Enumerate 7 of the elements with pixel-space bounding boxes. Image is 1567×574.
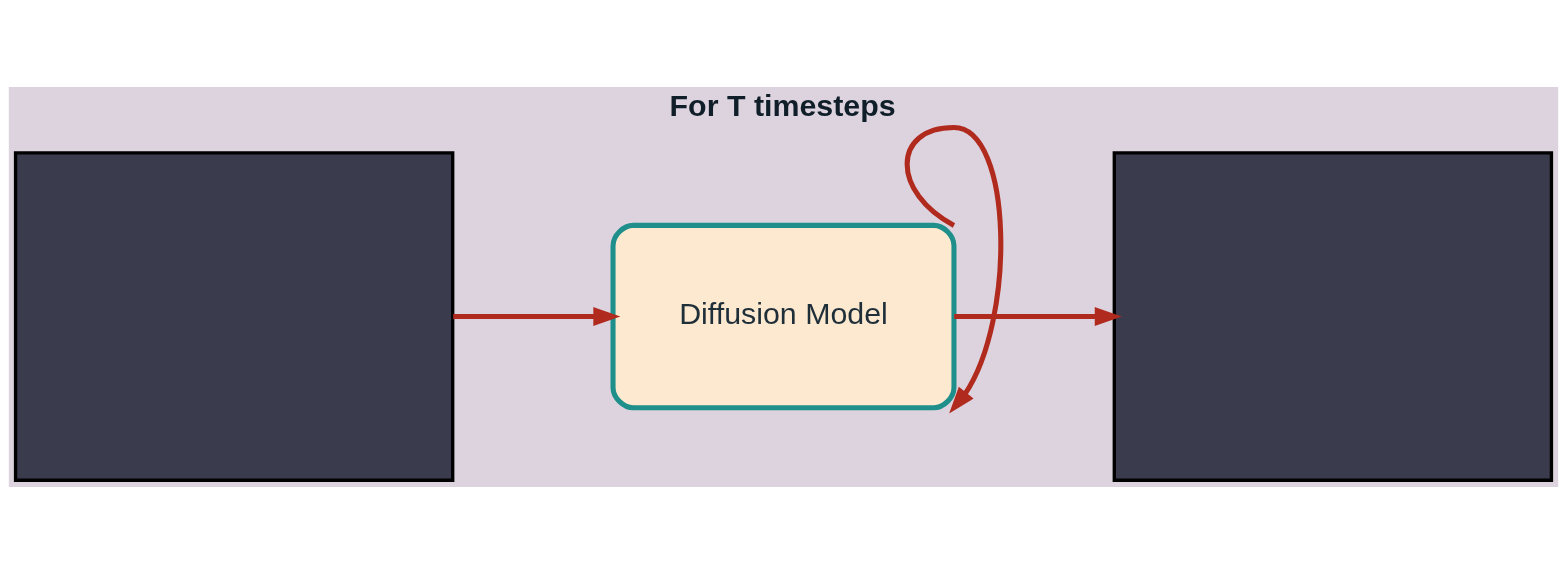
arrow [954, 307, 1122, 326]
arrow [904, 125, 1004, 414]
arrow [453, 307, 621, 326]
edge-label: For T timesteps [669, 89, 896, 123]
node-box: Diffusion Model [610, 222, 957, 411]
node-box [1112, 151, 1554, 482]
node-box [13, 151, 455, 482]
